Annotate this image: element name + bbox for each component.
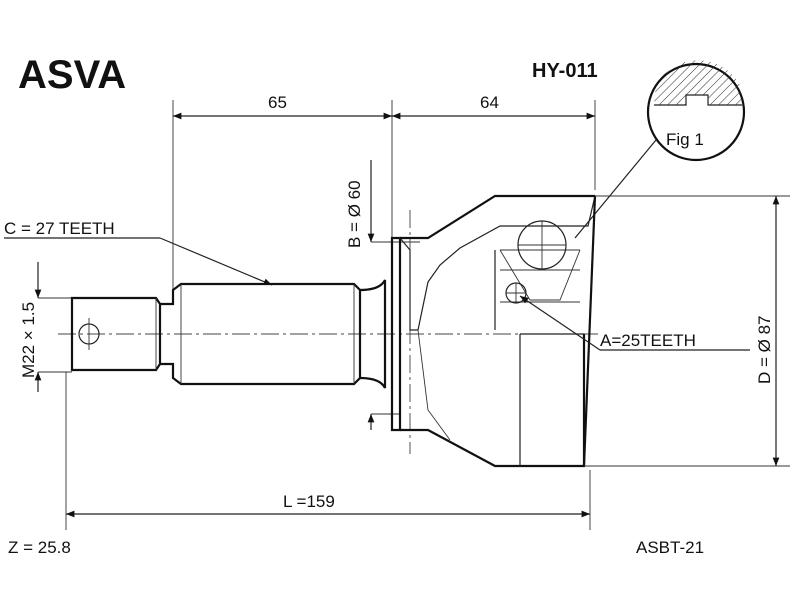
dim-C: C = 27 TEETH: [4, 219, 273, 286]
dim-L: L =159: [65, 372, 591, 530]
dim-D: D = Ø 87: [584, 195, 790, 467]
dim-M-label: M22 × 1.5: [19, 302, 38, 378]
dim-B-label: B = Ø 60: [345, 180, 364, 248]
bell-housing: [390, 194, 597, 468]
fig-label: Fig 1: [666, 130, 704, 149]
dim-C-label: C = 27 TEETH: [4, 219, 115, 238]
dim-64: 64: [480, 93, 499, 112]
dim-A: A=25TEETH: [519, 295, 750, 351]
dim-A-label: A=25TEETH: [600, 331, 696, 350]
z-value: Z = 25.8: [8, 538, 71, 557]
fig-leader-line: [574, 139, 657, 239]
dim-65: 65: [268, 93, 287, 112]
fig1-detail: Fig 1: [574, 60, 746, 239]
brand-logo: ASVA: [18, 53, 126, 97]
shaft-body: [160, 279, 387, 389]
part-number: HY-011: [532, 60, 598, 82]
dim-M: M22 × 1.5: [19, 262, 72, 392]
dim-D-label: D = Ø 87: [755, 315, 774, 384]
top-dimensions: 65 64: [172, 93, 596, 300]
dim-L-label: L =159: [283, 492, 335, 511]
reference-code: ASBT-21: [636, 538, 704, 557]
dim-B: B = Ø 60: [345, 160, 420, 430]
